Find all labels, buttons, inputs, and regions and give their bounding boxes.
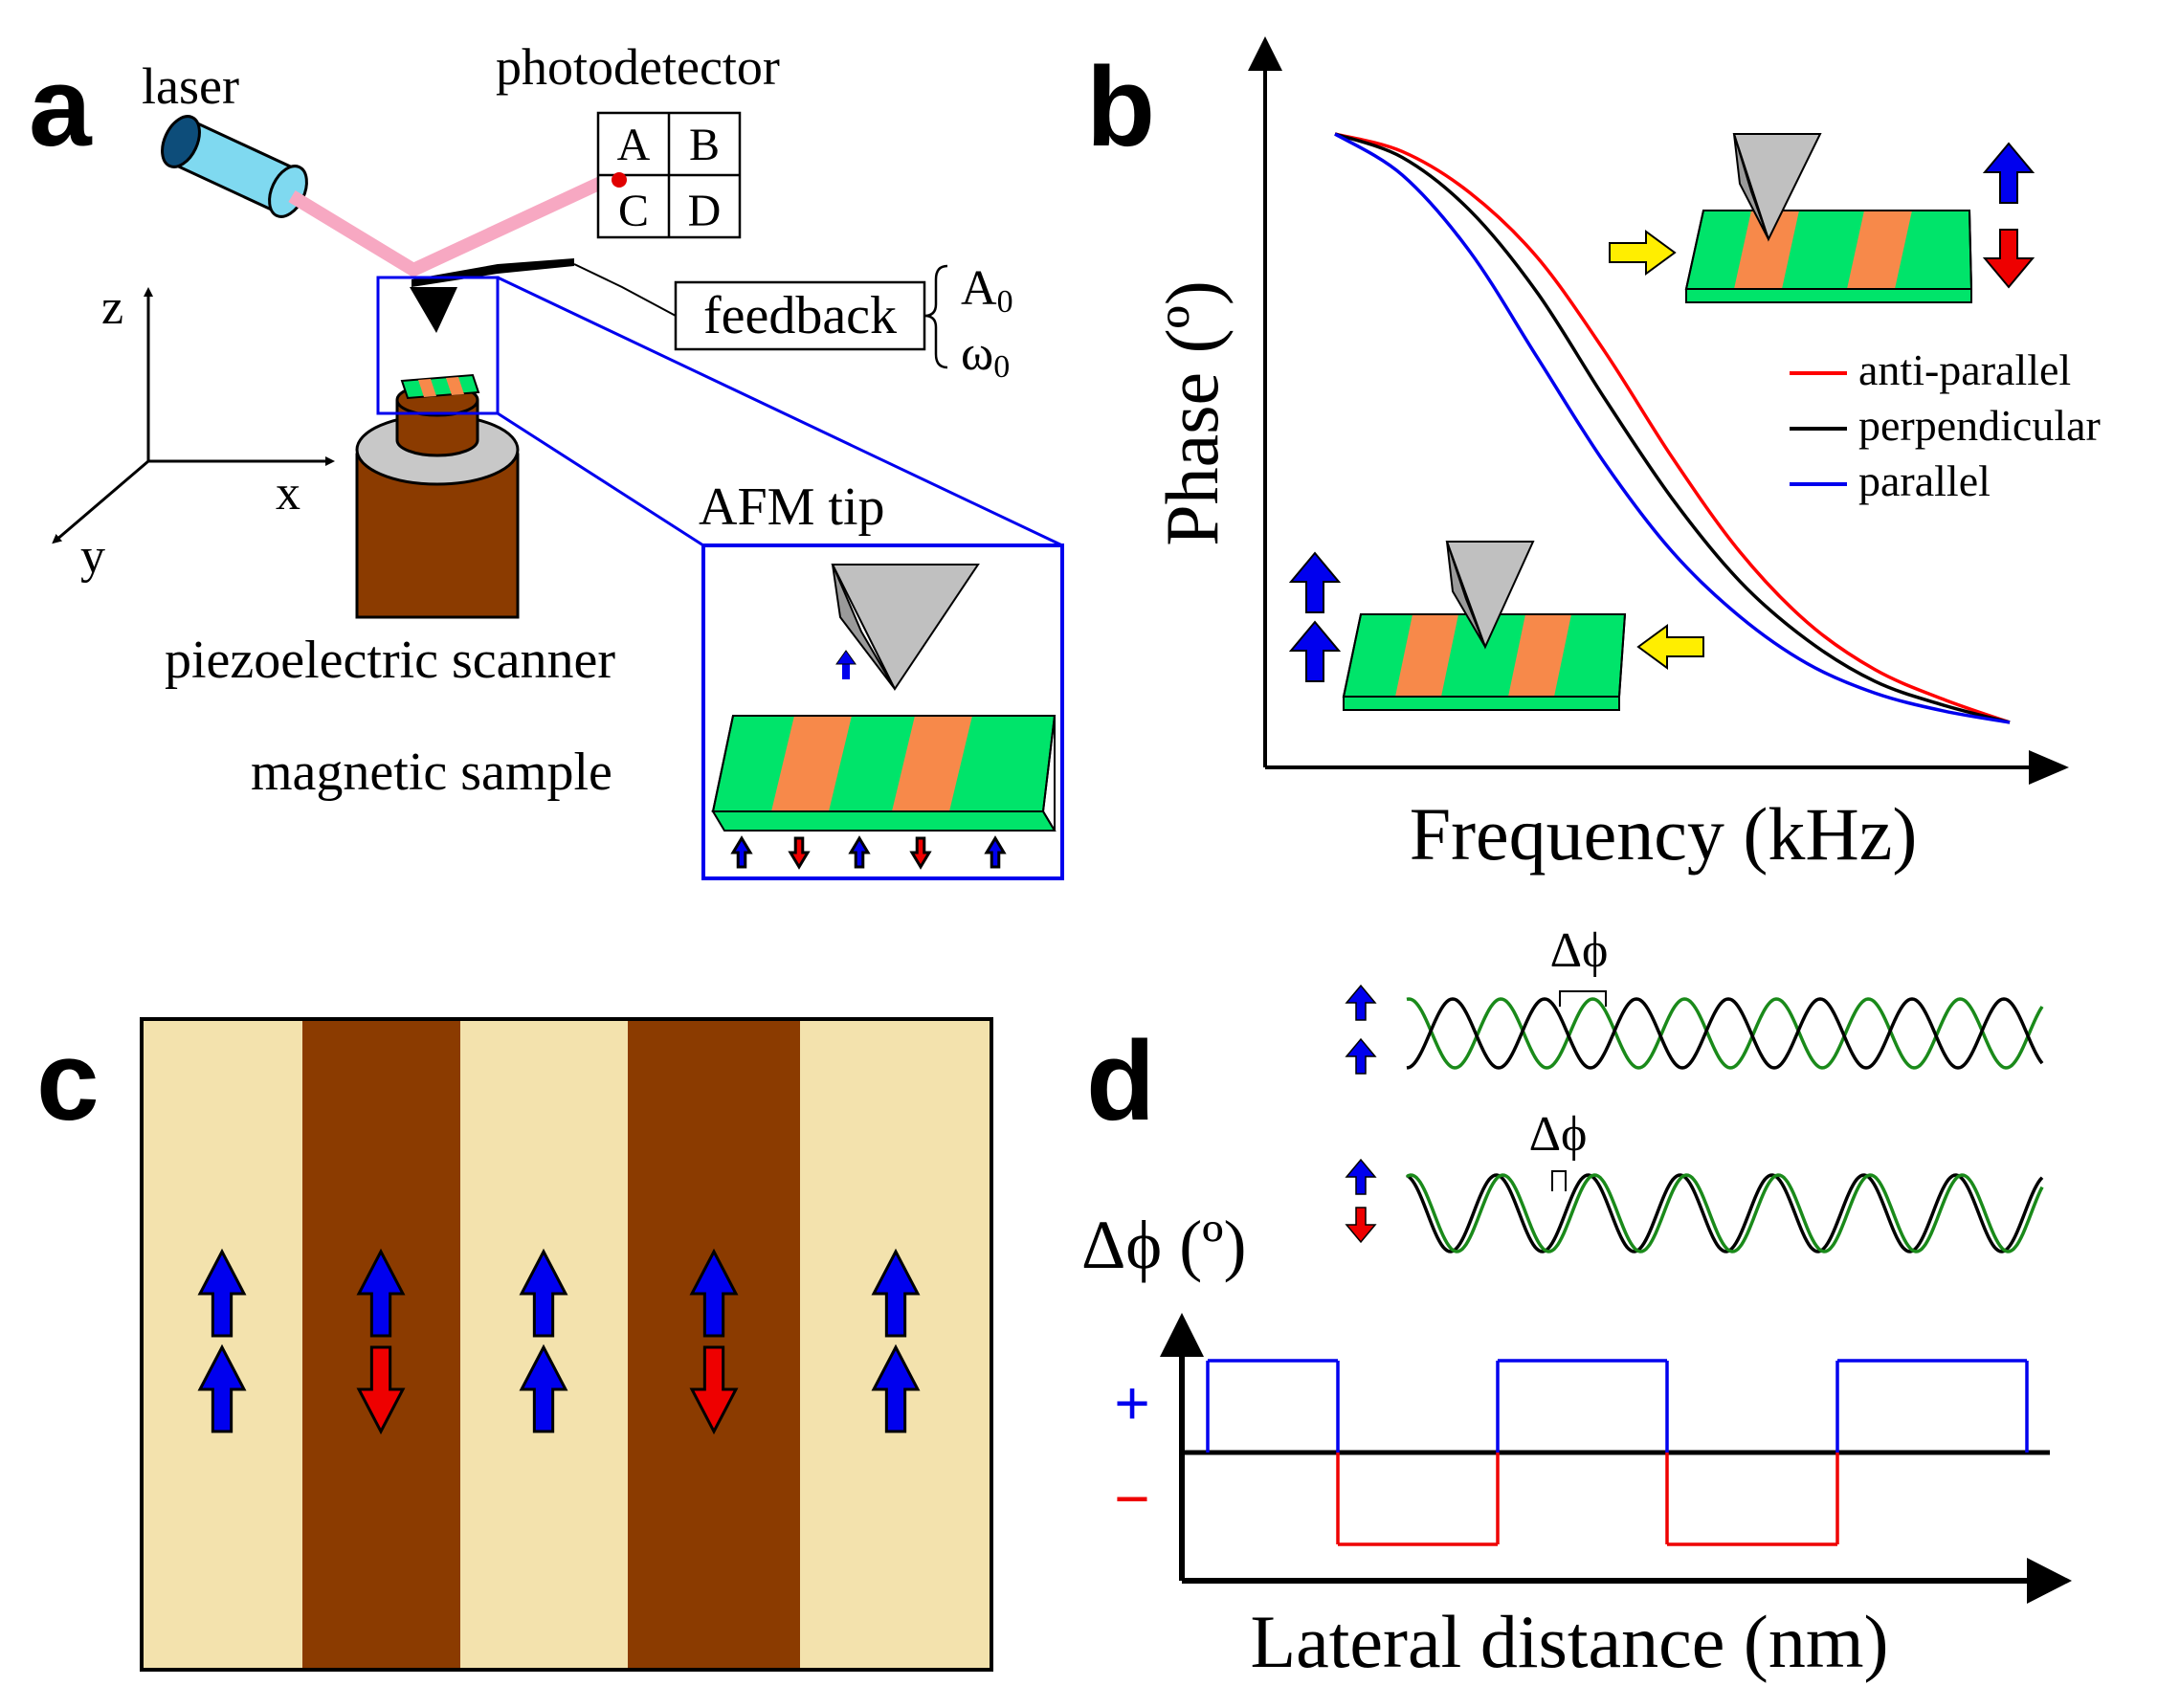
red-down-arrow-icon bbox=[689, 1345, 739, 1435]
waves-parallel bbox=[1406, 997, 2044, 1070]
panel-a: a laser photodetector A B C D feedback bbox=[29, 38, 1064, 880]
phase-step-signal bbox=[1206, 1359, 2029, 1546]
blue-up-arrow-icon bbox=[1288, 620, 1342, 682]
inset-antiparallel bbox=[1609, 133, 2035, 303]
domain-map bbox=[142, 1019, 991, 1670]
panel-a-letter: a bbox=[29, 44, 93, 170]
blue-up-arrow-icon bbox=[689, 1248, 739, 1338]
phase-curve-parallel bbox=[1334, 132, 2011, 724]
afm-tip-icon bbox=[831, 564, 980, 691]
cantilever-tip bbox=[410, 287, 457, 333]
frequency-label: ω0 bbox=[961, 326, 1010, 385]
laser-spot bbox=[612, 172, 627, 188]
domain-stripe-dark bbox=[302, 1019, 460, 1670]
blue-up-arrow-icon bbox=[1345, 1037, 1377, 1075]
axis-y-label: y bbox=[80, 529, 105, 584]
wave-measured bbox=[1406, 1173, 2044, 1253]
blue-up-arrow-icon bbox=[197, 1343, 247, 1433]
red-down-arrow-icon bbox=[1345, 1207, 1377, 1244]
blue-up-arrow-icon bbox=[519, 1343, 568, 1433]
sample-label: magnetic sample bbox=[251, 743, 612, 802]
phase-curve-perpendicular bbox=[1334, 132, 2011, 724]
laser-icon bbox=[161, 115, 308, 218]
yellow-arrow-icon bbox=[1636, 624, 1704, 670]
zoom-frame-small bbox=[376, 276, 500, 415]
feedback-label: feedback bbox=[703, 286, 897, 345]
feedback-brace bbox=[923, 264, 948, 369]
red-down-arrow-icon bbox=[1982, 229, 2035, 289]
delta-phi-bracket-mid bbox=[1551, 1170, 1567, 1191]
yellow-arrow-icon bbox=[1609, 230, 1677, 276]
xyz-axes: z x y bbox=[52, 280, 335, 584]
blue-up-arrow-icon bbox=[984, 835, 1007, 869]
legend-perpendicular: perpendicular bbox=[1858, 401, 2101, 450]
delta-phi-mid: Δϕ bbox=[1529, 1107, 1588, 1162]
blue-up-arrow-icon bbox=[197, 1248, 247, 1338]
photodetector-grid: A B C D bbox=[596, 111, 742, 239]
axis-z-label: z bbox=[101, 280, 123, 335]
legend-parallel: parallel bbox=[1858, 456, 1991, 505]
laser-label: laser bbox=[142, 57, 239, 115]
quadrant-a: A bbox=[617, 120, 651, 170]
scanner-label: piezoelectric scanner bbox=[165, 631, 615, 690]
waves-antiparallel bbox=[1406, 1173, 2044, 1253]
phase-curve-anti-parallel bbox=[1334, 132, 2011, 724]
red-down-arrow-icon bbox=[788, 836, 811, 870]
red-down-arrow-icon bbox=[909, 836, 932, 870]
panel-d: d Δϕ Δϕ Δϕ (º) + − Lateral distance (nm) bbox=[1081, 923, 2072, 1683]
amplitude-label: A0 bbox=[961, 261, 1013, 320]
blue-up-arrow-icon bbox=[519, 1248, 568, 1338]
panel-b-letter: b bbox=[1086, 44, 1155, 170]
blue-up-arrow-icon bbox=[1345, 1158, 1377, 1195]
delta-phi-ylabel: Δϕ (º) bbox=[1081, 1207, 1246, 1283]
blue-up-arrow-icon bbox=[356, 1248, 406, 1338]
minus-sign: − bbox=[1114, 1464, 1149, 1533]
lateral-xlabel: Lateral distance (nm) bbox=[1251, 1600, 1889, 1683]
panel-c: c bbox=[36, 1017, 993, 1672]
laser-beam bbox=[288, 167, 622, 277]
blue-up-arrow-icon bbox=[1288, 551, 1342, 613]
afm-tip-label: AFM tip bbox=[699, 477, 885, 537]
phase-legend: anti-parallel perpendicular parallel bbox=[1790, 345, 2101, 505]
blue-up-arrow-icon bbox=[730, 835, 753, 869]
quadrant-d: D bbox=[688, 186, 722, 236]
magnetic-sample-slab bbox=[711, 715, 1057, 832]
blue-up-arrow-icon bbox=[848, 835, 871, 869]
phase-ylabel: Phase (º) bbox=[1150, 280, 1234, 546]
blue-up-arrow-icon bbox=[871, 1248, 921, 1338]
blue-up-arrow-icon bbox=[1982, 142, 2035, 204]
tip-moment-arrow bbox=[835, 650, 856, 679]
panel-b: b Phase (º) Frequency (kHz) anti-paralle… bbox=[1086, 36, 2101, 876]
inset-parallel bbox=[1288, 541, 1704, 711]
panel-c-letter: c bbox=[36, 1018, 100, 1144]
blue-up-arrow-icon bbox=[1345, 984, 1377, 1021]
red-down-arrow-icon bbox=[356, 1345, 406, 1435]
delta-phi-bracket-top bbox=[1559, 990, 1607, 1007]
blue-up-arrow-icon bbox=[871, 1343, 921, 1433]
phase-xlabel: Frequency (kHz) bbox=[1410, 792, 1918, 876]
small-sample bbox=[400, 373, 480, 400]
wave-reference bbox=[1406, 1173, 2044, 1253]
axis-x-label: x bbox=[276, 466, 300, 521]
wave-measured bbox=[1406, 997, 2044, 1070]
quadrant-c: C bbox=[618, 186, 649, 236]
cantilever bbox=[412, 258, 574, 287]
plus-sign: + bbox=[1114, 1368, 1149, 1437]
legend-antiparallel: anti-parallel bbox=[1858, 345, 2071, 394]
photodetector-label: photodetector bbox=[496, 38, 780, 96]
sample-arrows bbox=[730, 835, 1007, 870]
feedback-box bbox=[674, 280, 926, 351]
domain-arrows bbox=[197, 1248, 921, 1435]
domain-stripe-dark bbox=[628, 1019, 800, 1670]
quadrant-b: B bbox=[689, 120, 720, 170]
panel-d-letter: d bbox=[1086, 1018, 1155, 1144]
delta-phi-top: Δϕ bbox=[1550, 923, 1609, 978]
piezo-scanner bbox=[355, 383, 520, 619]
phase-curves bbox=[1334, 132, 2011, 724]
